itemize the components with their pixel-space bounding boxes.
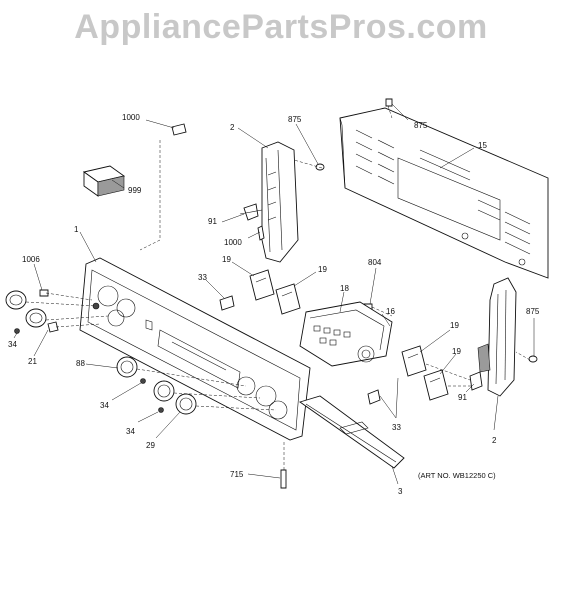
switch-33-bottom-a: [367, 389, 381, 405]
callout-19-b: 19: [318, 265, 327, 274]
callout-999: 999: [128, 186, 142, 195]
callout-1000-mid: 1000: [224, 238, 242, 247]
callout-34-b: 34: [100, 401, 109, 410]
callout-88: 88: [76, 359, 85, 368]
knob-insert-21: [47, 321, 59, 333]
screw-1000-mid: [257, 225, 265, 241]
electronic-control-18: [299, 301, 393, 367]
callout-804: 804: [368, 258, 382, 267]
screw-875-top: [315, 163, 325, 171]
callout-19-d: 19: [452, 347, 461, 356]
end-bracket-left-2: [261, 141, 299, 263]
knob-clip-34-c: [158, 407, 164, 413]
rear-panel-15: [339, 107, 549, 279]
callout-715: 715: [230, 470, 244, 479]
clip-91-right: [469, 371, 483, 391]
callout-33-bottom: 33: [392, 423, 401, 432]
screw-875-right: [528, 355, 538, 363]
callout-19-a: 19: [222, 255, 231, 264]
callout-2-top: 2: [230, 123, 235, 132]
knob-left-upper: [5, 290, 27, 310]
callout-1000-top: 1000: [122, 113, 140, 122]
callout-19-c: 19: [450, 321, 459, 330]
knob-lower-a: [153, 380, 175, 402]
screw-875-upper-right: [385, 98, 393, 107]
callout-91-right: 91: [458, 393, 467, 402]
callout-33-top: 33: [198, 273, 207, 282]
callout-21: 21: [28, 357, 37, 366]
callout-34-a: 34: [8, 340, 17, 349]
callout-1006: 1006: [22, 255, 40, 264]
control-panel-1: [79, 257, 311, 441]
art-number-label: (ART NO. WB12250 C): [418, 471, 496, 480]
callout-34-c: 34: [126, 427, 135, 436]
callout-91-top: 91: [208, 217, 217, 226]
switch-33-top: [219, 295, 235, 311]
callout-875-upper-right: 875: [414, 121, 428, 130]
switch-19-d: [423, 369, 449, 401]
callout-3: 3: [398, 487, 403, 496]
trim-strip-3: [298, 395, 405, 469]
callout-875-right: 875: [526, 307, 540, 316]
callout-labels: 1000 2 875 875 15 999 91 1000 1 1006 19 …: [8, 113, 540, 496]
screw-715: [280, 469, 287, 489]
knob-clip-34-b: [140, 378, 146, 384]
knob-29: [175, 393, 197, 415]
switch-19-c: [401, 345, 427, 377]
screw-1000-top: [171, 123, 187, 136]
knob-left-lower: [25, 308, 47, 328]
end-bracket-right-2: [477, 277, 517, 397]
assembly-lines: [25, 105, 531, 470]
switch-19-a: [249, 269, 275, 301]
switch-19-b: [275, 283, 301, 315]
callout-18: 18: [340, 284, 349, 293]
leader-lines: [13, 103, 535, 485]
callout-15: 15: [478, 141, 487, 150]
knob-88: [116, 356, 138, 378]
callout-1: 1: [74, 225, 79, 234]
label-card-999: [82, 165, 126, 197]
callout-16: 16: [386, 307, 395, 316]
screw-1006: [39, 289, 49, 297]
callout-29: 29: [146, 441, 155, 450]
knob-clip-34-a: [14, 328, 20, 334]
watermark: AppliancePartsPros.com: [74, 8, 488, 46]
clip-91-top: [239, 203, 263, 221]
callout-875-top: 875: [288, 115, 302, 124]
callout-2-bottom: 2: [492, 436, 497, 445]
